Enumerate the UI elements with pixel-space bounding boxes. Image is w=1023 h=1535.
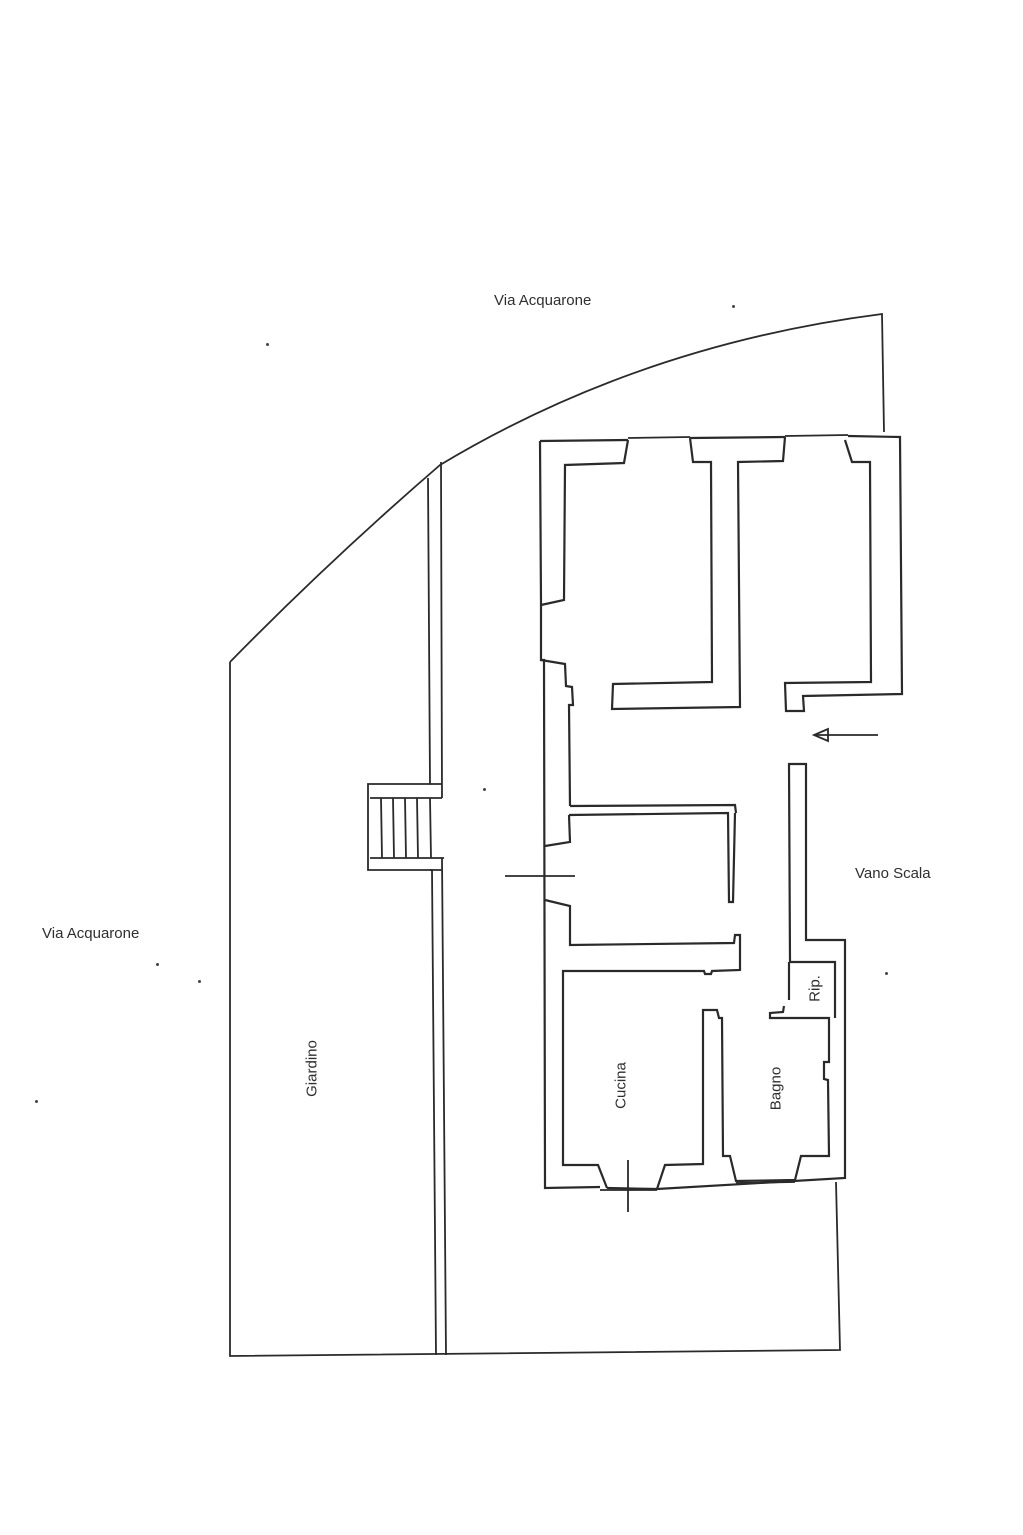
garden-wall [367,461,447,1356]
lot-boundary [229,312,885,1357]
street-label-top: Via Acquarone [494,292,592,309]
scan-speck [266,343,269,346]
exterior-steps-icon [370,797,444,859]
room-kitchen [600,762,847,1212]
entrance-arrow-icon [811,727,878,743]
room-top-left [540,434,849,807]
scan-speck [35,1100,38,1103]
scan-speck [198,980,201,983]
scan-speck [732,305,735,308]
storage-label: Rip. [806,975,824,1002]
street-label-left: Via Acquarone [42,925,140,942]
kitchen-label: Cucina [612,1062,630,1109]
room-middle [505,803,742,1189]
stairwell-label: Vano Scala [855,865,931,882]
scan-speck [885,972,888,975]
bathroom-label: Bagno [767,1066,785,1111]
garden-label: Giardino [303,1040,321,1097]
scan-speck [156,963,159,966]
scan-speck [483,788,486,791]
